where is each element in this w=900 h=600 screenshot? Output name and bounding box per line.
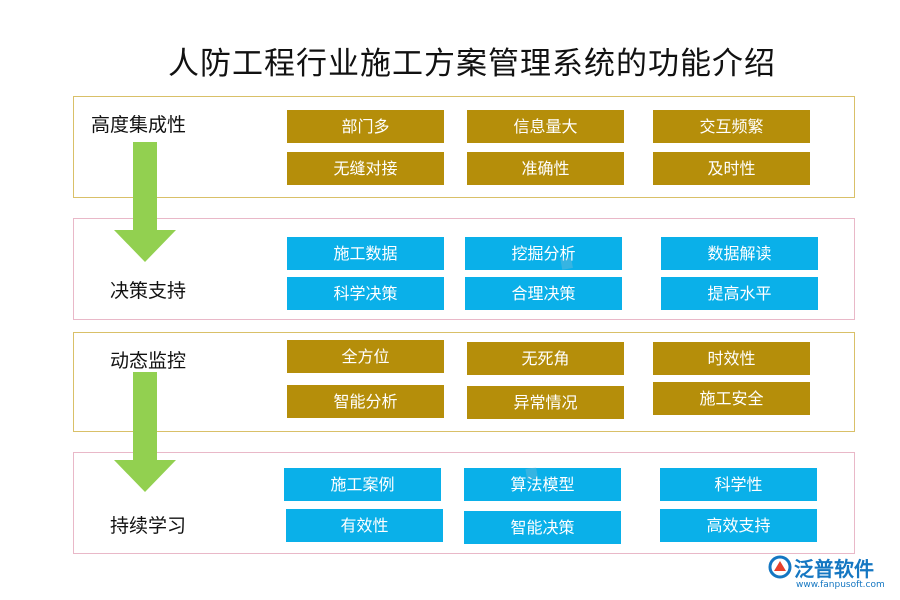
item-box: 异常情况 bbox=[467, 386, 624, 419]
down-arrow-icon bbox=[114, 372, 176, 492]
item-box: 合理决策 bbox=[465, 277, 622, 310]
item-box: 施工数据 bbox=[287, 237, 444, 270]
down-arrow-icon bbox=[114, 142, 176, 262]
item-box: 无缝对接 bbox=[287, 152, 444, 185]
section-label-continuous-learning: 持续学习 bbox=[110, 515, 187, 537]
item-box: 提高水平 bbox=[661, 277, 818, 310]
logo-url: www.fanpusoft.com bbox=[796, 580, 885, 590]
item-box: 及时性 bbox=[653, 152, 810, 185]
item-box: 无死角 bbox=[467, 342, 624, 375]
item-box: 数据解读 bbox=[661, 237, 818, 270]
item-box: 部门多 bbox=[287, 110, 444, 143]
page-title: 人防工程行业施工方案管理系统的功能介绍 bbox=[168, 46, 776, 82]
item-box: 全方位 bbox=[287, 340, 444, 373]
item-box: 交互频繁 bbox=[653, 110, 810, 143]
item-box: 算法模型 bbox=[464, 468, 621, 501]
item-box: 科学性 bbox=[660, 468, 817, 501]
item-box: 智能决策 bbox=[464, 511, 621, 544]
item-box: 高效支持 bbox=[660, 509, 817, 542]
item-box: 准确性 bbox=[467, 152, 624, 185]
item-box: 智能分析 bbox=[287, 385, 444, 418]
logo-mark-icon bbox=[768, 555, 792, 579]
section-label-decision-support: 决策支持 bbox=[110, 280, 187, 302]
item-box: 有效性 bbox=[286, 509, 443, 542]
item-box: 信息量大 bbox=[467, 110, 624, 143]
item-box: 时效性 bbox=[653, 342, 810, 375]
item-box: 施工案例 bbox=[284, 468, 441, 501]
item-box: 施工安全 bbox=[653, 382, 810, 415]
brand-logo: 泛普软件 www.fanpusoft.com bbox=[768, 553, 893, 593]
item-box: 挖掘分析 bbox=[465, 237, 622, 270]
item-box: 科学决策 bbox=[287, 277, 444, 310]
section-label-integration: 高度集成性 bbox=[91, 114, 187, 136]
section-label-dynamic-monitoring: 动态监控 bbox=[110, 350, 187, 372]
logo-name: 泛普软件 bbox=[794, 557, 874, 581]
